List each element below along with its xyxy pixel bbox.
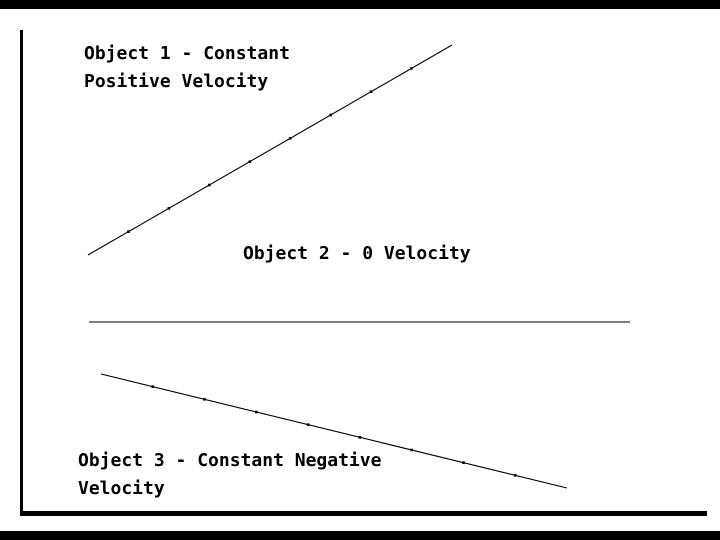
x-axis: [20, 511, 707, 516]
object3-line-marker-dot: [410, 448, 413, 452]
object1-line-marker-dot: [288, 137, 292, 140]
object1-line-marker-dot: [329, 113, 332, 117]
object1-line-marker-dot: [369, 90, 373, 93]
top-frame-bar: [0, 0, 720, 9]
label-object2: Object 2 - 0 Velocity: [243, 240, 471, 268]
label-object2-line1: Object 2 - 0 Velocity: [243, 243, 471, 264]
object1-line-marker-dot: [410, 67, 413, 70]
object3-line-marker-dot: [513, 474, 517, 477]
object1-line-marker-dot: [167, 207, 171, 210]
bottom-frame-bar: [0, 531, 720, 540]
object1-line-marker-dot: [248, 160, 252, 163]
object3-line-marker-dot: [358, 436, 362, 439]
label-object3-line2: Velocity: [78, 478, 165, 499]
object1-line: [87, 44, 453, 256]
object3-line-marker-dot: [462, 461, 465, 464]
object3-line-marker-dot: [203, 398, 206, 401]
object3-line-marker-dot: [255, 410, 258, 414]
object3-line-marker-dot: [306, 423, 310, 426]
object1-line-marker-dot: [208, 183, 211, 187]
object3-line-marker-dot: [151, 385, 155, 388]
object1-line-marker-dot: [127, 230, 130, 233]
label-object3-line1: Object 3 - Constant Negative: [78, 450, 382, 471]
y-axis: [20, 30, 23, 516]
label-object1-line2: Positive Velocity: [84, 71, 269, 92]
label-object1-line1: Object 1 - Constant: [84, 43, 290, 64]
object3-line: [100, 373, 568, 489]
